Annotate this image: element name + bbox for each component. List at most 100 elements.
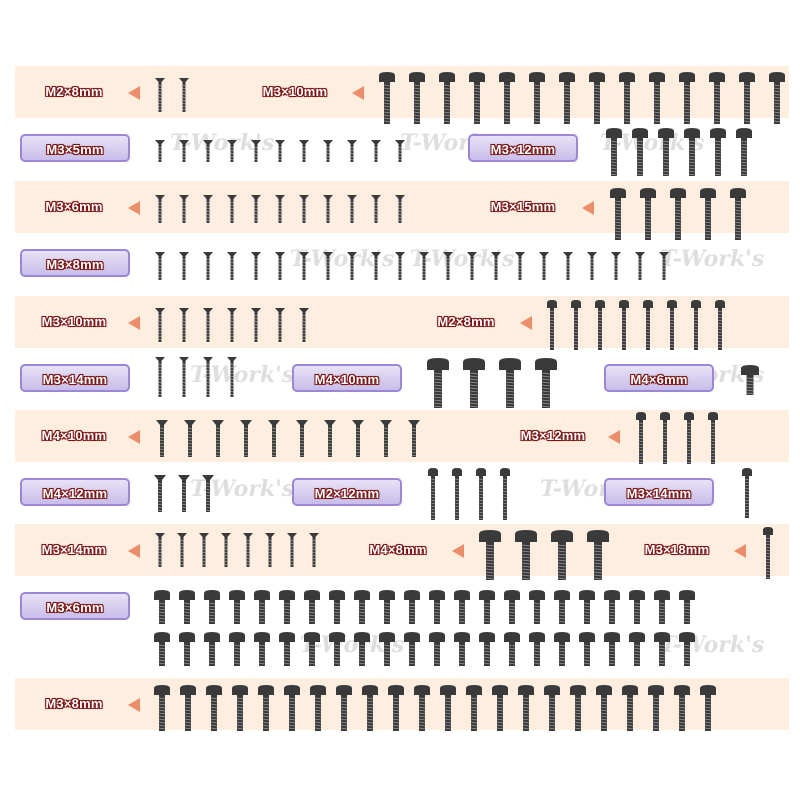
screw-icon <box>155 357 165 397</box>
size-label: M3×12mm <box>520 428 586 443</box>
screw-icon <box>395 195 405 223</box>
screw-icon <box>232 685 248 731</box>
screw-icon <box>439 72 455 124</box>
screw-icon <box>539 252 549 280</box>
screw-icon <box>454 632 470 666</box>
screw-icon <box>379 590 395 624</box>
screw-icon <box>648 685 664 731</box>
screw-icon <box>221 533 231 567</box>
screw-icon <box>299 140 309 162</box>
size-label: M3×5mm <box>20 134 130 162</box>
screw-icon <box>180 685 196 731</box>
screw-icon <box>155 252 165 280</box>
screw-icon <box>679 590 695 624</box>
screw-icon <box>741 365 759 395</box>
screw-icon <box>409 72 425 124</box>
screw-icon <box>589 72 605 124</box>
size-label: M3×12mm <box>468 134 578 162</box>
screw-icon <box>739 72 755 124</box>
arrow-left-icon <box>128 86 140 100</box>
size-label: M4×10mm <box>41 428 107 443</box>
screw-icon <box>254 590 270 624</box>
screw-icon <box>275 195 285 223</box>
screw-icon <box>479 530 501 580</box>
screw-icon <box>323 195 333 223</box>
screw-icon <box>579 590 595 624</box>
screw-icon <box>708 412 718 464</box>
screw-icon <box>658 128 674 176</box>
screw-icon <box>452 468 462 520</box>
screw-icon <box>654 590 670 624</box>
screw-icon <box>579 632 595 666</box>
size-label: M4×6mm <box>604 364 714 392</box>
screw-icon <box>184 420 196 457</box>
screw-icon <box>660 412 670 464</box>
screw-icon <box>329 590 345 624</box>
screw-icon <box>202 475 214 512</box>
arrow-left-icon <box>128 316 140 330</box>
screw-icon <box>466 685 482 731</box>
screw-icon <box>354 590 370 624</box>
screw-icon <box>371 195 381 223</box>
screw-icon <box>654 632 670 666</box>
screw-icon <box>299 308 309 342</box>
screw-icon <box>554 590 570 624</box>
screw-icon <box>347 252 357 280</box>
screw-icon <box>240 420 252 457</box>
screw-icon <box>227 252 237 280</box>
screw-icon <box>710 128 726 176</box>
screw-icon <box>491 252 501 280</box>
screw-icon <box>203 140 213 162</box>
screw-icon <box>610 188 626 240</box>
screw-icon <box>469 72 485 124</box>
screw-icon <box>299 252 309 280</box>
screw-icon <box>499 72 515 124</box>
screw-icon <box>679 632 695 666</box>
screw-icon <box>596 685 612 731</box>
size-label: M3×6mm <box>45 199 103 214</box>
screw-icon <box>730 188 746 240</box>
screw-icon <box>179 78 189 112</box>
screw-icon <box>635 252 645 280</box>
screw-icon <box>463 358 485 408</box>
screw-icon <box>155 78 165 112</box>
screw-icon <box>179 195 189 223</box>
screw-icon <box>404 590 420 624</box>
screw-icon <box>324 420 336 457</box>
screw-icon <box>700 685 716 731</box>
screw-icon <box>204 590 220 624</box>
screw-icon <box>640 188 656 240</box>
screw-icon <box>611 252 621 280</box>
screw-icon <box>379 632 395 666</box>
screw-icon <box>179 140 189 162</box>
screw-icon <box>667 300 677 350</box>
screw-icon <box>156 420 168 457</box>
screw-icon <box>440 685 456 731</box>
screw-icon <box>379 72 395 124</box>
screw-icon <box>203 252 213 280</box>
screw-icon <box>518 685 534 731</box>
screw-icon <box>154 475 166 512</box>
screw-icon <box>388 685 404 731</box>
screw-icon <box>227 308 237 342</box>
screw-icon <box>347 140 357 162</box>
screw-icon <box>203 195 213 223</box>
screw-icon <box>427 358 449 408</box>
screw-icon <box>622 685 638 731</box>
screw-icon <box>674 685 690 731</box>
screw-icon <box>203 308 213 342</box>
screw-icon <box>275 308 285 342</box>
screw-icon <box>154 685 170 731</box>
screw-icon <box>155 140 165 162</box>
size-label: M3×10mm <box>262 84 328 99</box>
screw-icon <box>535 358 557 408</box>
screw-icon <box>268 420 280 457</box>
screw-icon <box>251 140 261 162</box>
screw-icon <box>204 632 220 666</box>
screw-icon <box>178 475 190 512</box>
screw-icon <box>251 252 261 280</box>
screw-icon <box>479 632 495 666</box>
screw-icon <box>454 590 470 624</box>
screw-icon <box>595 300 605 350</box>
